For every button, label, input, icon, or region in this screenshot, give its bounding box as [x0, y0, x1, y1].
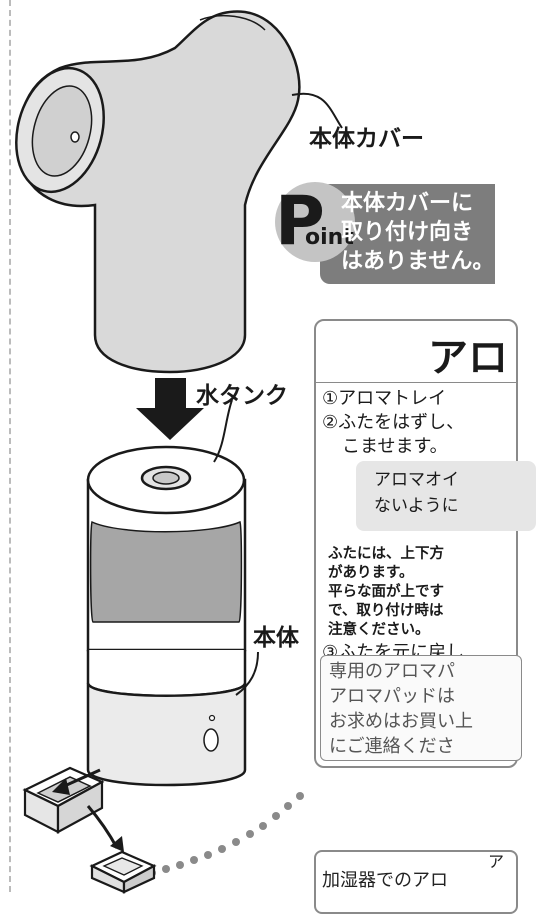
aroma-instruction-box: アロ ①アロマトレイ ②ふたをはずし、 こませます。 アロマオイ ないように ふ…: [314, 319, 536, 768]
note-line: ふたには、上下方: [328, 546, 444, 562]
pad-line: にご連絡くださ: [329, 736, 455, 757]
aroma-tray: [22, 766, 105, 834]
caution-line: アロマオイ: [374, 470, 459, 490]
aroma-lid: [89, 850, 157, 894]
step-1: ①アロマトレイ: [322, 388, 447, 409]
cover-leader-line: [291, 92, 343, 129]
body-label: 本体: [253, 625, 299, 651]
pad-line: アロマパッドは: [329, 686, 455, 707]
humidifier-illustration: [15, 10, 343, 894]
aroma-title: アロ: [428, 335, 508, 381]
lid-arrow: [86, 805, 119, 849]
body-cover: [15, 10, 301, 374]
point-line: 取り付け向き: [341, 220, 474, 245]
humidifier-unit: [86, 445, 247, 787]
note-line: で、取り付け時は: [328, 603, 444, 619]
point-text: 本体カバーに 取り付け向き はありません。: [341, 189, 494, 276]
step-2: ②ふたをはずし、: [322, 412, 465, 433]
body-leader-line: [235, 651, 259, 696]
caution-box: アロマオイ ないように: [356, 461, 536, 531]
aroma-pad-text: 専用のアロマパ アロマパッドは お求めはお買い上 にご連絡くださ: [329, 659, 473, 759]
caution-line: ないように: [374, 496, 459, 516]
aroma-pad-info-box: 専用のアロマパ アロマパッドは お求めはお買い上 にご連絡くださ: [320, 655, 522, 761]
pad-line: お求めはお買い上: [329, 711, 473, 732]
svg-text:P: P: [275, 182, 325, 261]
point-line: 本体カバーに: [341, 191, 474, 216]
point-icon: P oint: [275, 182, 355, 262]
note-line: 注意ください。: [328, 622, 430, 638]
water-tank-label: 水タンク: [196, 383, 288, 409]
point-line: はありません。: [341, 249, 495, 274]
down-arrow: [136, 378, 204, 440]
bottom-box-mark: ア: [488, 852, 505, 871]
note-line: があります。: [328, 565, 414, 581]
caution-text: アロマオイ ないように: [374, 467, 459, 519]
pad-line: 専用のアロマパ: [329, 661, 455, 682]
svg-text:oint: oint: [305, 225, 354, 250]
cover-label: 本体カバー: [309, 126, 424, 152]
bottom-info-box: ア 加湿器でのアロ: [314, 850, 518, 914]
dashed-margin-line: [9, 0, 11, 892]
dotted-connector: [148, 792, 304, 877]
water-tank-leader-line: [213, 399, 233, 463]
title-divider: [316, 382, 516, 383]
lid-orientation-note: ふたには、上下方 があります。 平らな面が上です で、取り付け時は 注意ください…: [328, 545, 444, 640]
note-line: 平らな面が上です: [328, 584, 444, 600]
step-2-continued: こませます。: [342, 436, 448, 457]
bottom-box-text: 加湿器でのアロ: [322, 870, 448, 891]
